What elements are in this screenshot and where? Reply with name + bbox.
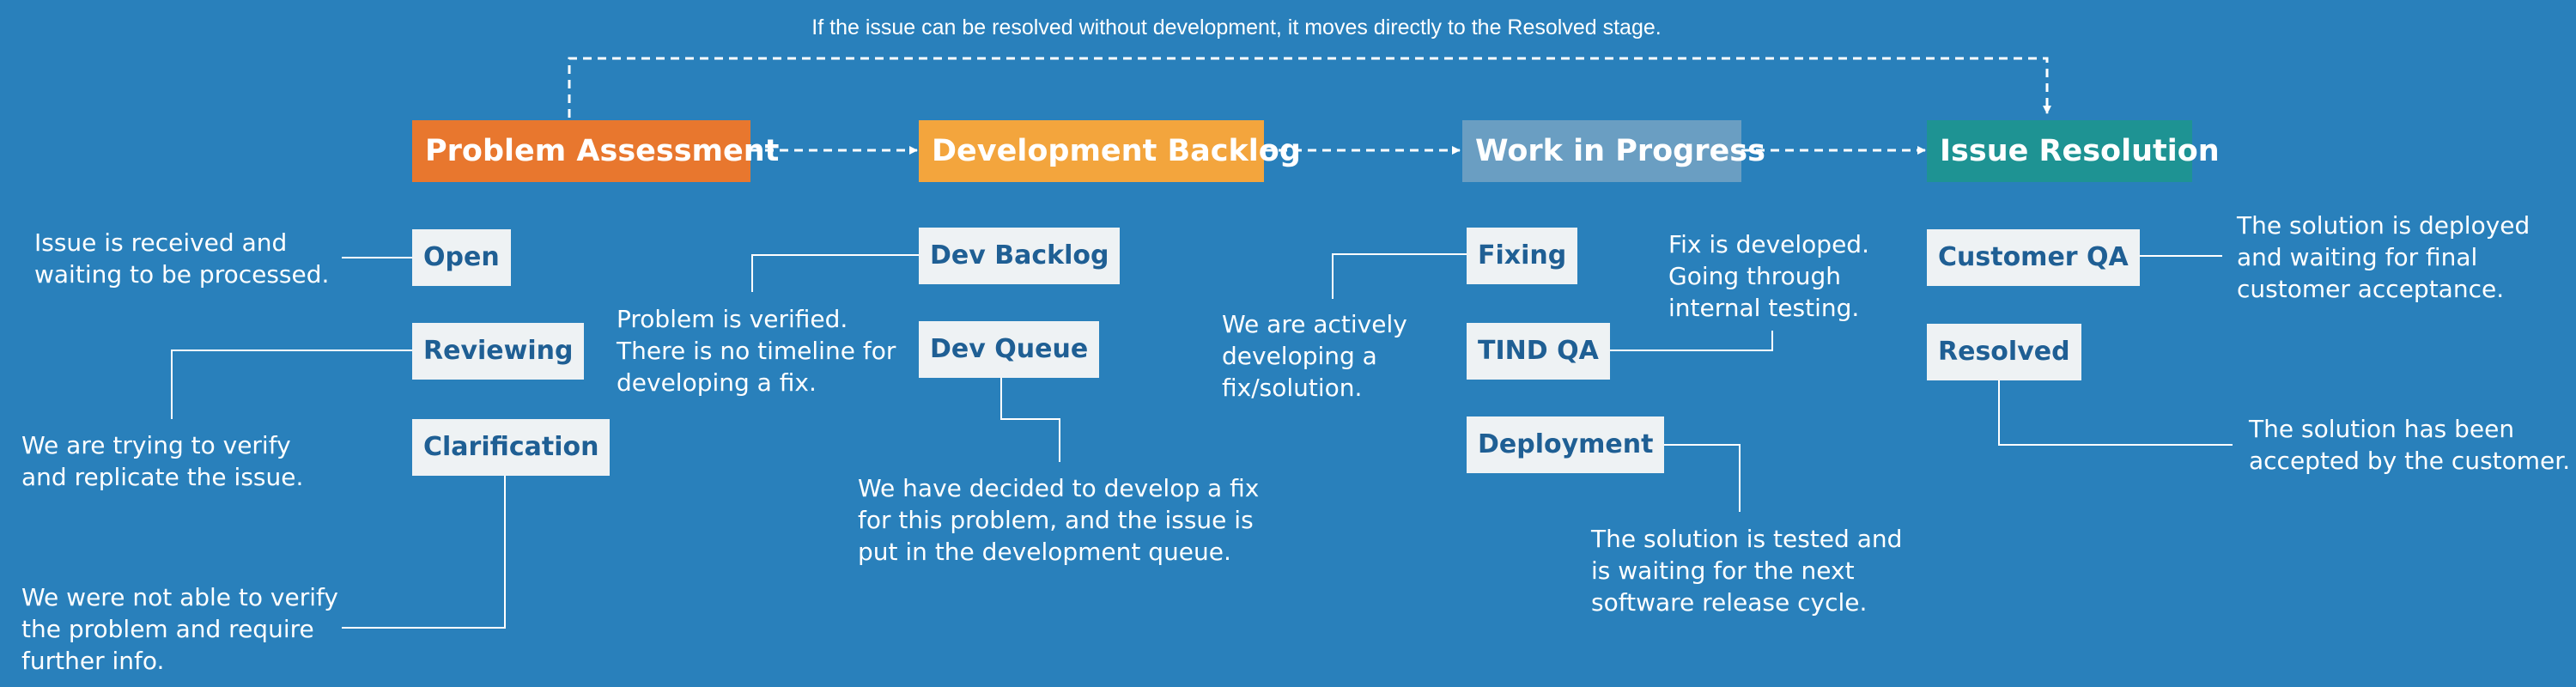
status-open: Open [412,229,511,286]
description-clarification: We were not able to verify the problem a… [21,583,338,675]
status-clarification: Clarification [412,419,611,476]
status-fixing: Fixing [1467,228,1578,284]
stage-work-in-progress: Work in Progress [1462,120,1765,182]
status-deployment: Deployment [1467,416,1665,473]
bypass-note: If the issue can be resolved without dev… [811,15,1662,40]
connector-resolved [1998,380,2233,446]
connector-deployment [1649,444,1741,512]
connector-reviewing [171,350,412,419]
description-resolved: The solution has been accepted by the cu… [2249,415,2571,475]
description-deployment: The solution is tested and is waiting fo… [1591,525,1903,617]
stage-issue-resolution: Issue Resolution [1927,120,2220,182]
stage-development-backlog: Development Backlog [919,120,1301,182]
connector-tind-qa [1601,331,1773,351]
description-customer-qa: The solution is deployed and waiting for… [2237,211,2530,303]
connector-dev-backlog [751,254,919,292]
description-tind-qa: Fix is developed. Going through internal… [1668,230,1869,322]
connector-clarification [342,474,506,629]
description-dev-queue: We have decided to develop a fix for thi… [858,474,1260,566]
description-reviewing: We are trying to verify and replicate th… [21,431,304,491]
status-resolved: Resolved [1927,324,2081,380]
status-reviewing: Reviewing [412,323,585,380]
bypass-arrow [568,57,2051,118]
description-fixing: We are actively developing a fix/solutio… [1222,310,1407,402]
connector-dev-queue [1000,378,1060,462]
description-open: Issue is received and waiting to be proc… [34,228,330,289]
status-dev-queue: Dev Queue [919,321,1100,378]
connector-fixing [1332,253,1467,299]
status-dev-backlog: Dev Backlog [919,228,1121,284]
status-tind-qa: TIND QA [1467,323,1610,380]
status-customer-qa: Customer QA [1927,229,2140,286]
description-dev-backlog: Problem is verified. There is no timelin… [617,305,896,397]
stage-problem-assessment: Problem Assessment [412,120,779,182]
